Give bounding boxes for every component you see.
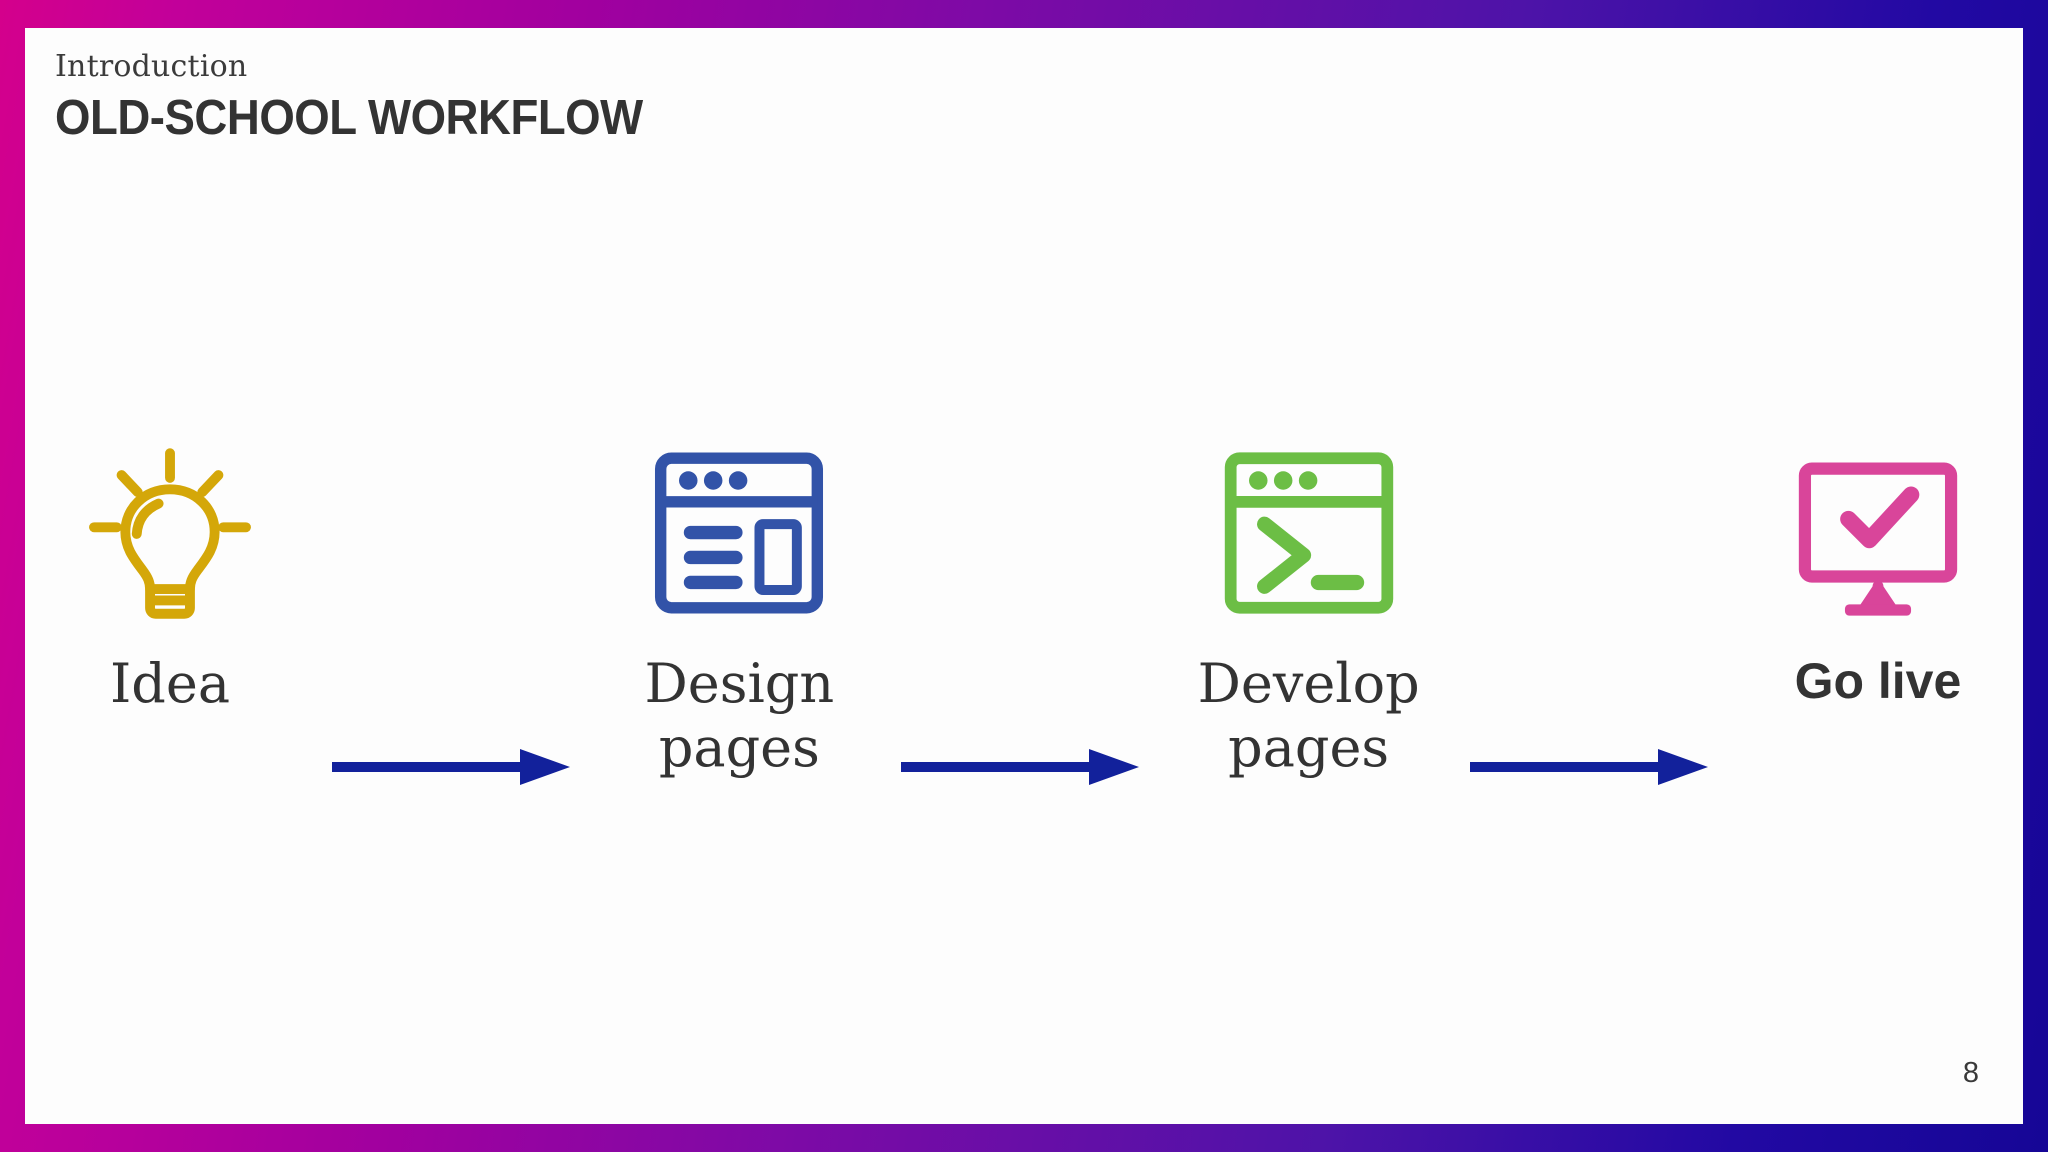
slide-eyebrow: Introduction <box>55 49 248 84</box>
workflow-step-label: Idea <box>109 652 231 715</box>
workflow-step-develop-pages: Develop pages <box>1184 438 1434 779</box>
lightbulb-icon <box>75 438 265 628</box>
arrow-develop-to-golive <box>1468 600 1718 790</box>
workflow-step-idea: Idea <box>45 438 295 716</box>
browser-window-icon <box>650 438 828 628</box>
workflow-step-go-live: Go live <box>1753 438 2003 711</box>
slide-canvas: Introduction OLD-SCHOOL WORKFLOW <box>25 28 2023 1124</box>
page-title: OLD-SCHOOL WORKFLOW <box>55 91 643 145</box>
workflow-diagram: Idea <box>45 438 2003 785</box>
slide-header: Introduction OLD-SCHOOL WORKFLOW <box>55 50 687 144</box>
monitor-check-icon <box>1791 438 1965 628</box>
arrow-design-to-develop <box>899 600 1149 790</box>
workflow-step-label: Go live <box>1794 653 1962 709</box>
workflow-step-label: Design pages <box>644 652 835 779</box>
terminal-window-icon <box>1220 438 1398 628</box>
workflow-step-design-pages: Design pages <box>614 438 864 779</box>
workflow-step-label: Develop pages <box>1197 652 1420 779</box>
arrow-idea-to-design <box>330 600 580 790</box>
page-number: 8 <box>1962 1057 1979 1089</box>
